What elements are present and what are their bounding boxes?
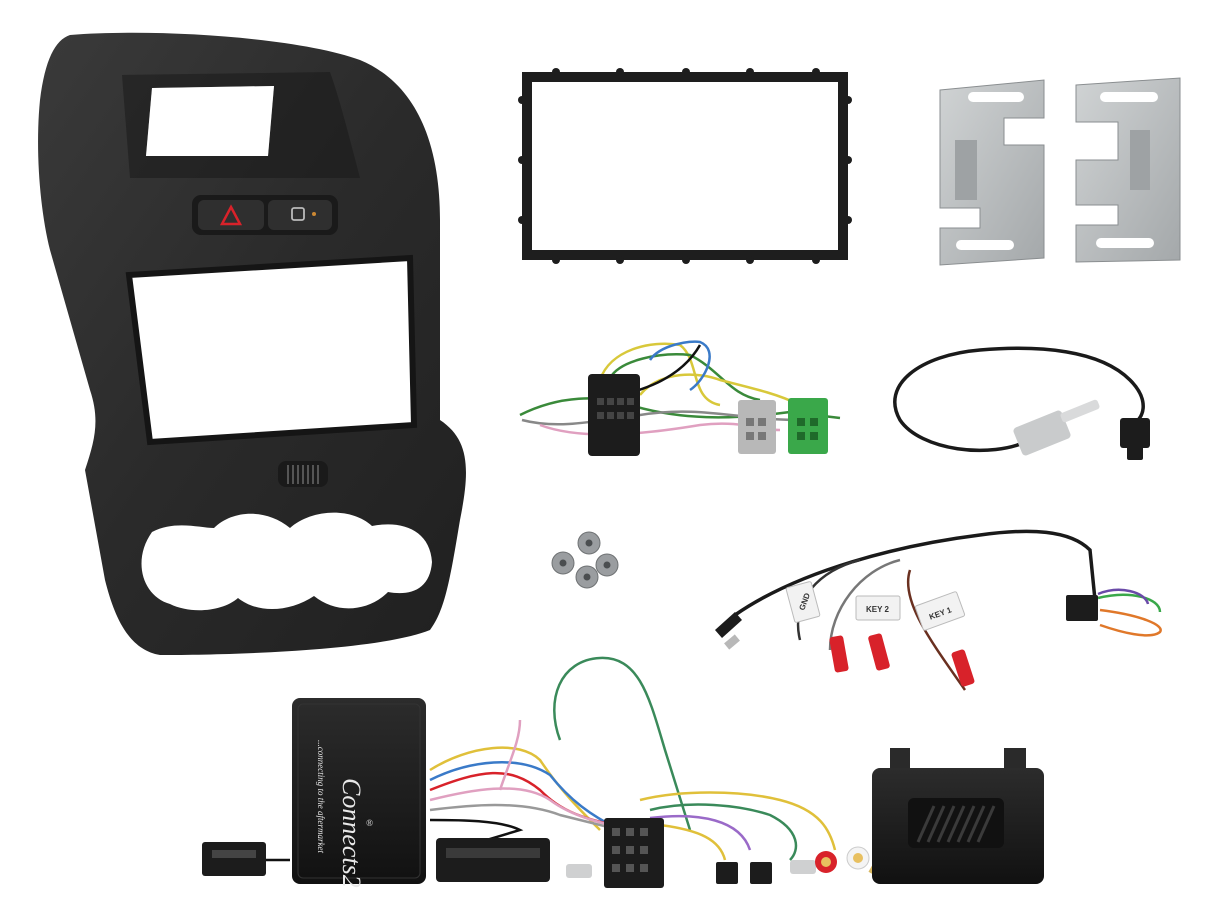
iso-antenna-plug <box>1120 418 1150 448</box>
tag-gnd: GND <box>785 581 821 623</box>
small-plug-2 <box>750 862 772 884</box>
harness-green-plug <box>788 398 828 454</box>
red-spade-connectors <box>829 633 975 687</box>
hazard-icon <box>219 204 243 226</box>
steering-control-patch-lead: GND KEY 2 KEY 1 <box>715 529 1162 691</box>
steering-interface: Connects2 ...connecting to the aftermark… <box>292 698 426 888</box>
jack-plug-tip <box>724 634 740 650</box>
small-plug-1 <box>716 862 738 884</box>
bracket-left <box>939 79 1045 266</box>
mounting-brackets <box>939 77 1181 266</box>
bracket-right <box>1075 77 1181 263</box>
jack-plug-body <box>715 612 742 638</box>
tag-key2: KEY 2 <box>855 595 901 621</box>
indicator-light <box>312 212 316 216</box>
speaker-enclosure <box>872 748 1044 884</box>
hazard-button <box>198 200 264 230</box>
interface-tagline: ...connecting to the aftermarket <box>316 740 326 853</box>
mounting-screws <box>551 531 619 589</box>
antenna-adapter <box>893 346 1150 460</box>
tag-key1: KEY 1 <box>914 591 966 631</box>
fascia-panel <box>38 32 466 656</box>
interface-brand-logo: Connects2 <box>337 778 366 888</box>
interface-small-connector <box>202 842 266 876</box>
screen-opening <box>129 258 414 442</box>
interface-box <box>292 698 426 884</box>
registered-mark: ® <box>366 818 373 828</box>
vehicle-multiplug <box>436 838 550 882</box>
tag-key2-label: KEY 2 <box>866 605 890 614</box>
patch-lead-connector <box>1066 595 1098 621</box>
harness-grey-plug <box>738 400 776 454</box>
door-lock-icon <box>291 207 305 221</box>
lock-button <box>268 200 332 230</box>
climate-cutout <box>141 512 432 611</box>
trim-frame <box>518 68 852 264</box>
din-plug <box>1013 410 1071 456</box>
ant-power-plug <box>566 864 592 878</box>
